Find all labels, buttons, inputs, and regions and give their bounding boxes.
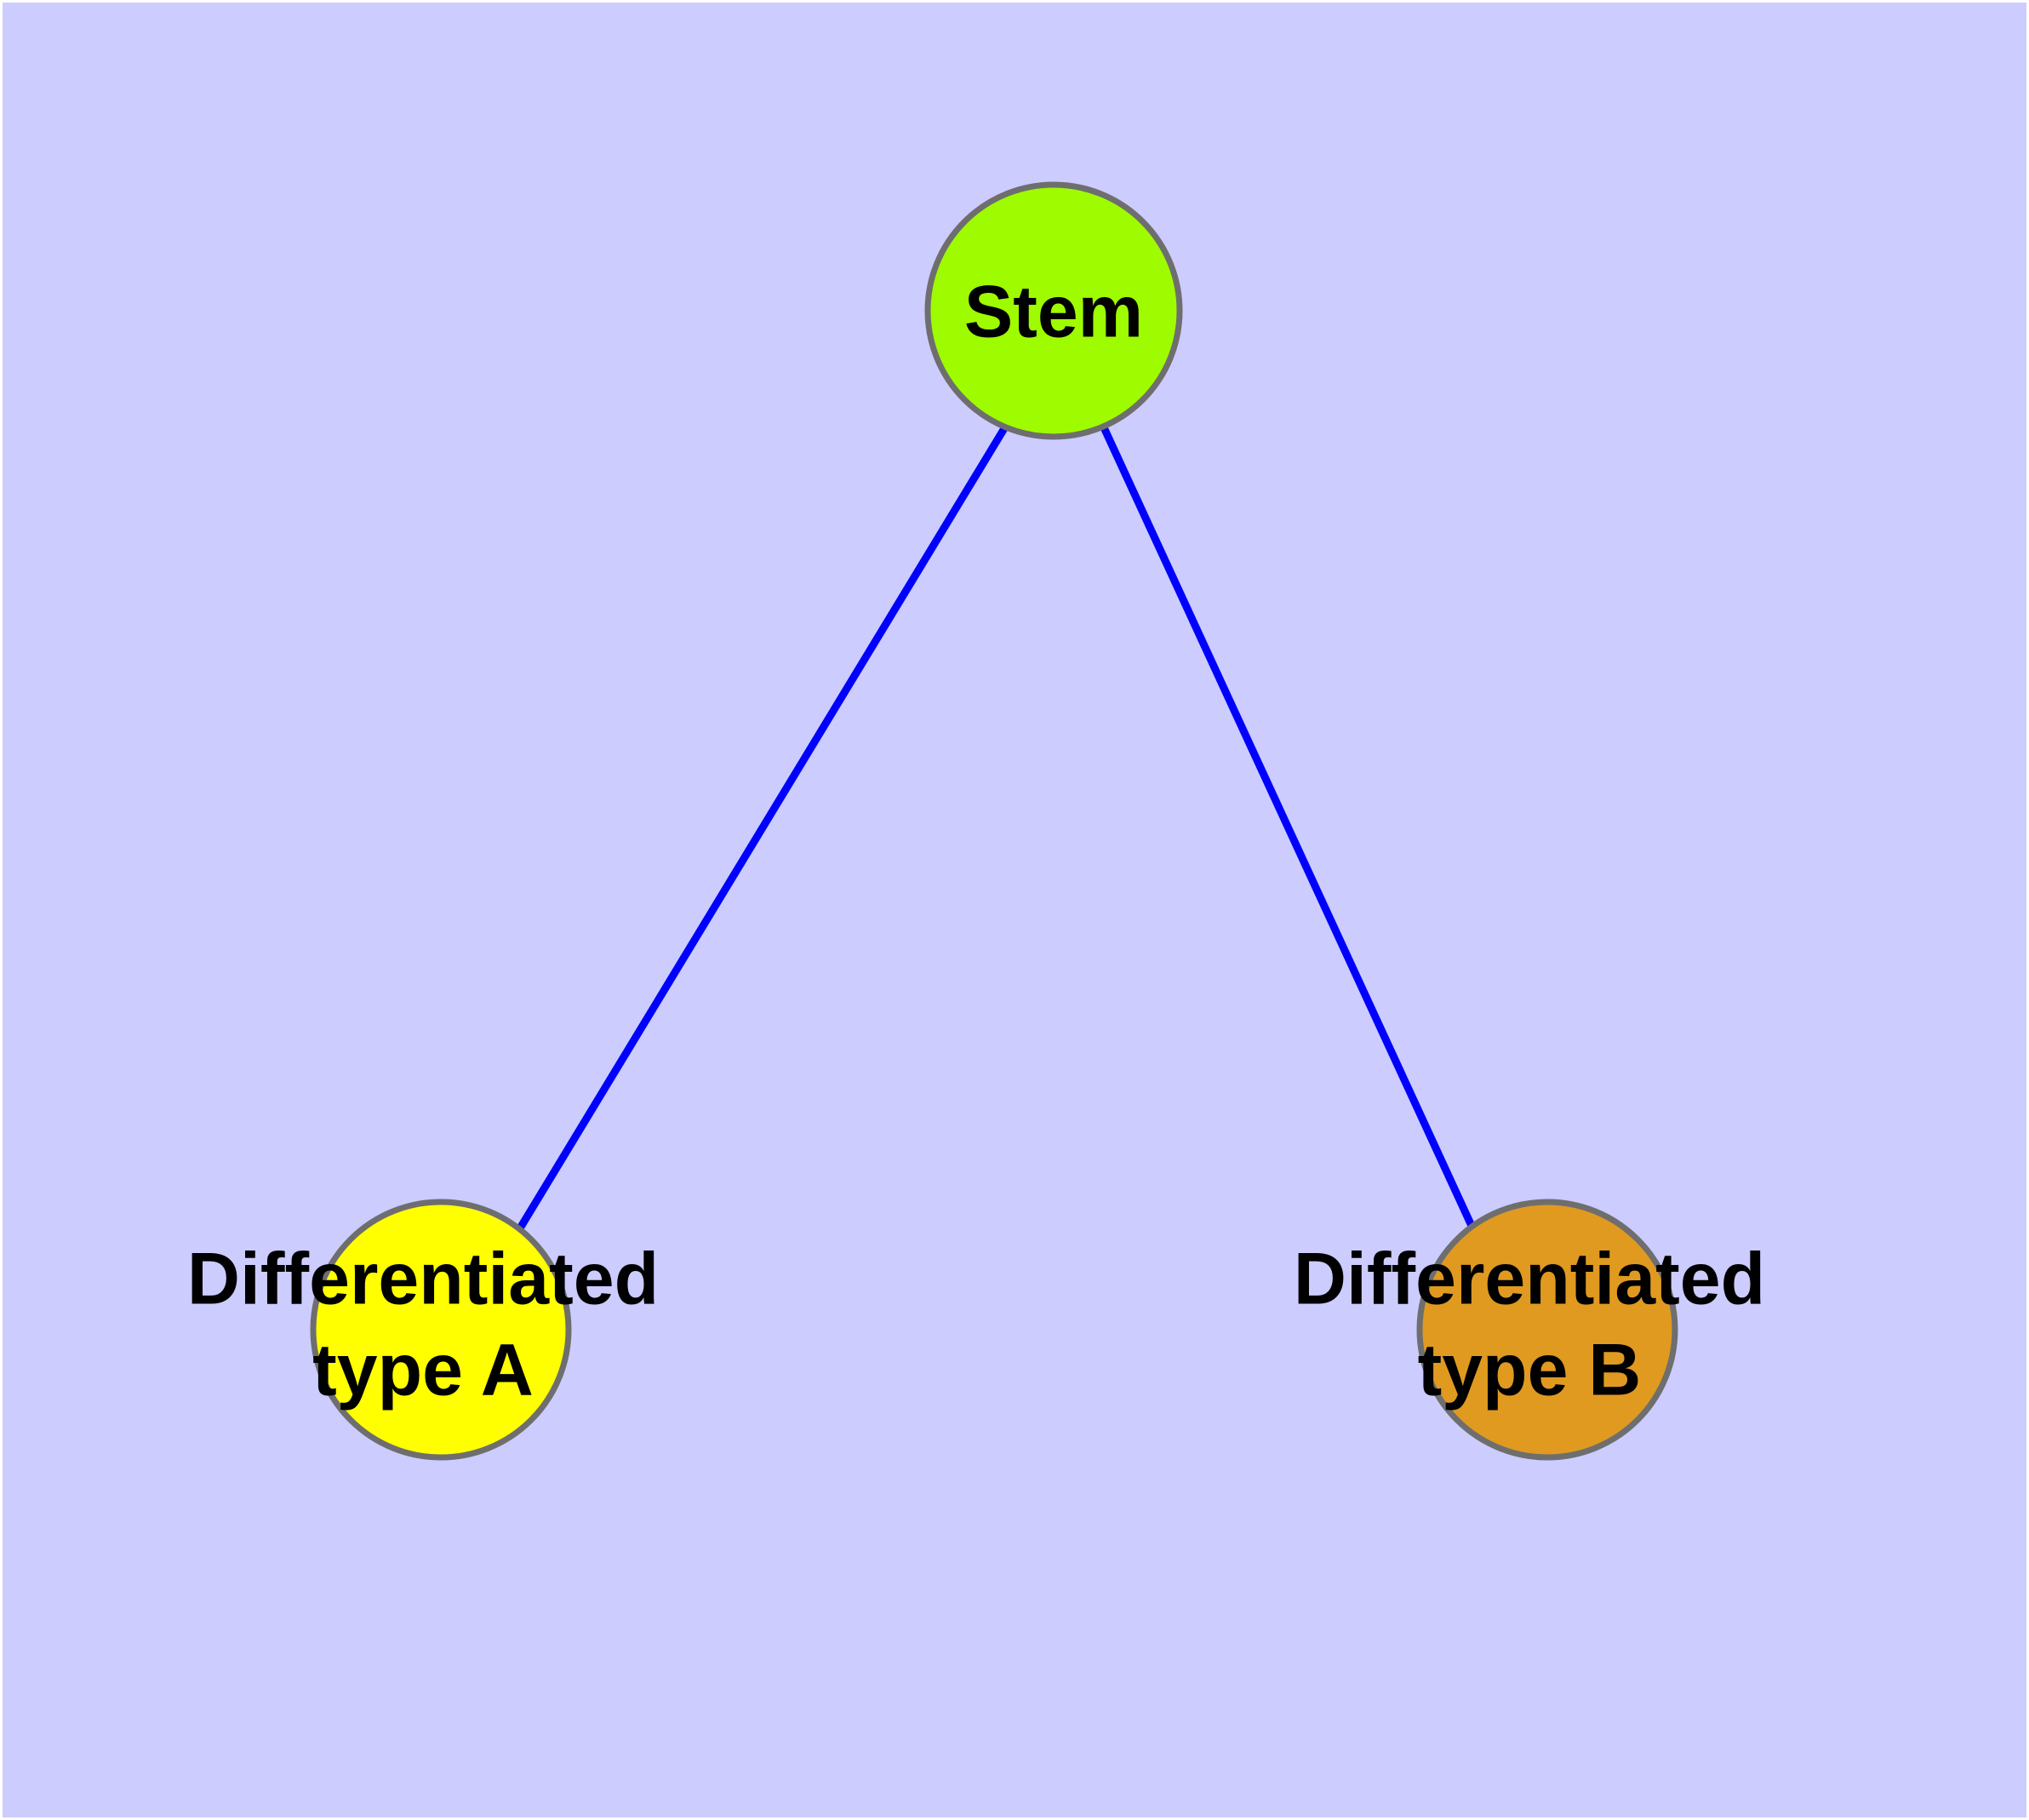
node-layer: Stem xyxy=(310,181,1678,1461)
edge-stem-to-differentiated-type-a[interactable] xyxy=(505,423,1009,1251)
label-layer: Differentiated type A Differentiated typ… xyxy=(187,1239,1765,1411)
node-differentiated-type-a-circle[interactable] xyxy=(310,1199,572,1461)
node-differentiated-type-a-label-line-2: type A xyxy=(312,1330,534,1411)
node-differentiated-type-a[interactable] xyxy=(310,1199,572,1461)
node-differentiated-type-b-label-line-2: type B xyxy=(1418,1330,1642,1411)
edge-stem-to-differentiated-type-b[interactable] xyxy=(1099,424,1486,1250)
node-differentiated-type-b[interactable] xyxy=(1416,1199,1678,1461)
node-differentiated-type-a-label-line-1: Differentiated xyxy=(187,1239,659,1320)
node-stem-label-line-1: Stem xyxy=(964,272,1143,353)
node-stem-circle[interactable] xyxy=(924,181,1183,440)
node-differentiated-type-b-circle[interactable] xyxy=(1416,1199,1678,1461)
diagram-plot-area: Stem Differentiated type A Differentiate… xyxy=(3,3,2026,1817)
graph-svg: Stem Differentiated type A Differentiate… xyxy=(187,181,1765,1461)
node-stem[interactable]: Stem xyxy=(924,181,1183,440)
edge-layer xyxy=(505,423,1486,1251)
node-differentiated-type-b-label-line-1: Differentiated xyxy=(1294,1239,1765,1320)
